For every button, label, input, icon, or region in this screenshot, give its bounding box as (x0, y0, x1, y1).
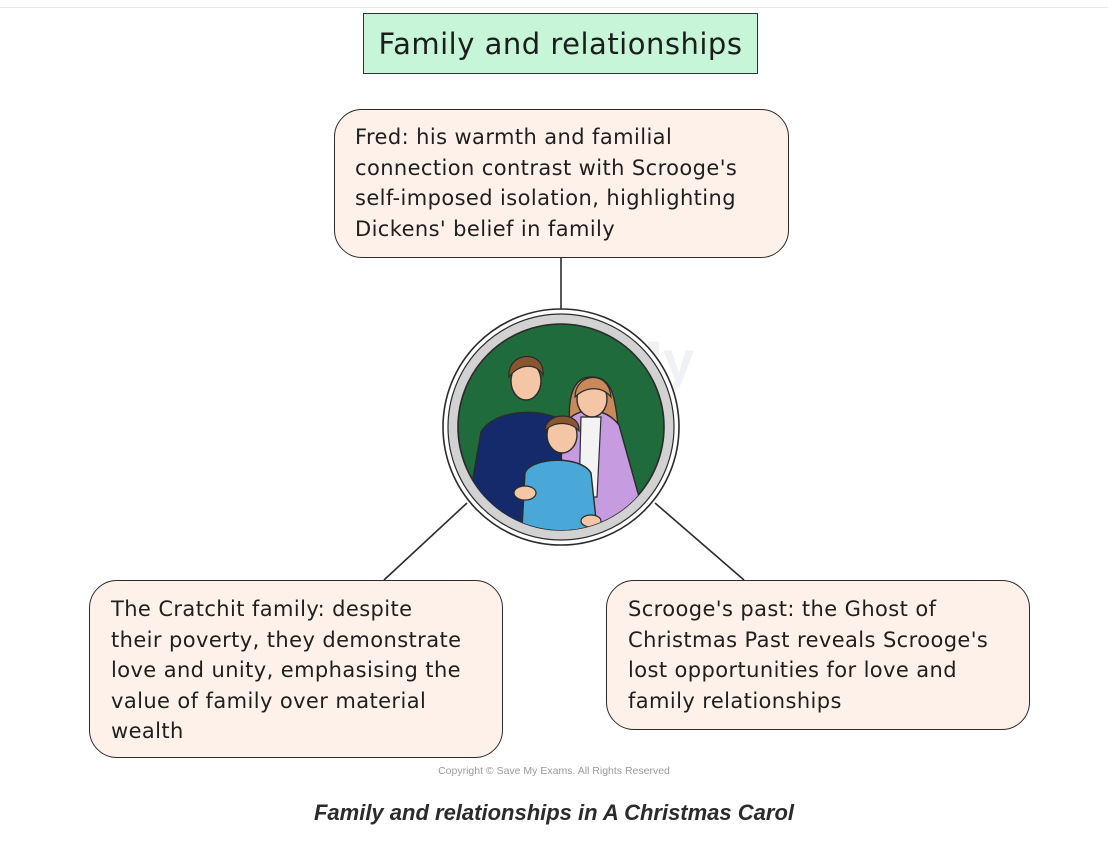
top-divider (0, 7, 1108, 8)
node-fred: Fred: his warmth and familial connection… (334, 109, 789, 258)
copyright-notice: Copyright © Save My Exams. All Rights Re… (438, 765, 670, 777)
diagram-title: Family and relationships (363, 13, 758, 74)
node-cratchit: The Cratchit family: despite their pover… (89, 580, 503, 758)
node-scrooge-past: Scrooge's past: the Ghost of Christmas P… (606, 580, 1030, 730)
connector-cratchit (383, 502, 468, 581)
family-illustration-icon (442, 308, 680, 546)
connector-scrooge-past (654, 502, 745, 581)
figure-caption: Family and relationships in A Christmas … (313, 800, 795, 825)
